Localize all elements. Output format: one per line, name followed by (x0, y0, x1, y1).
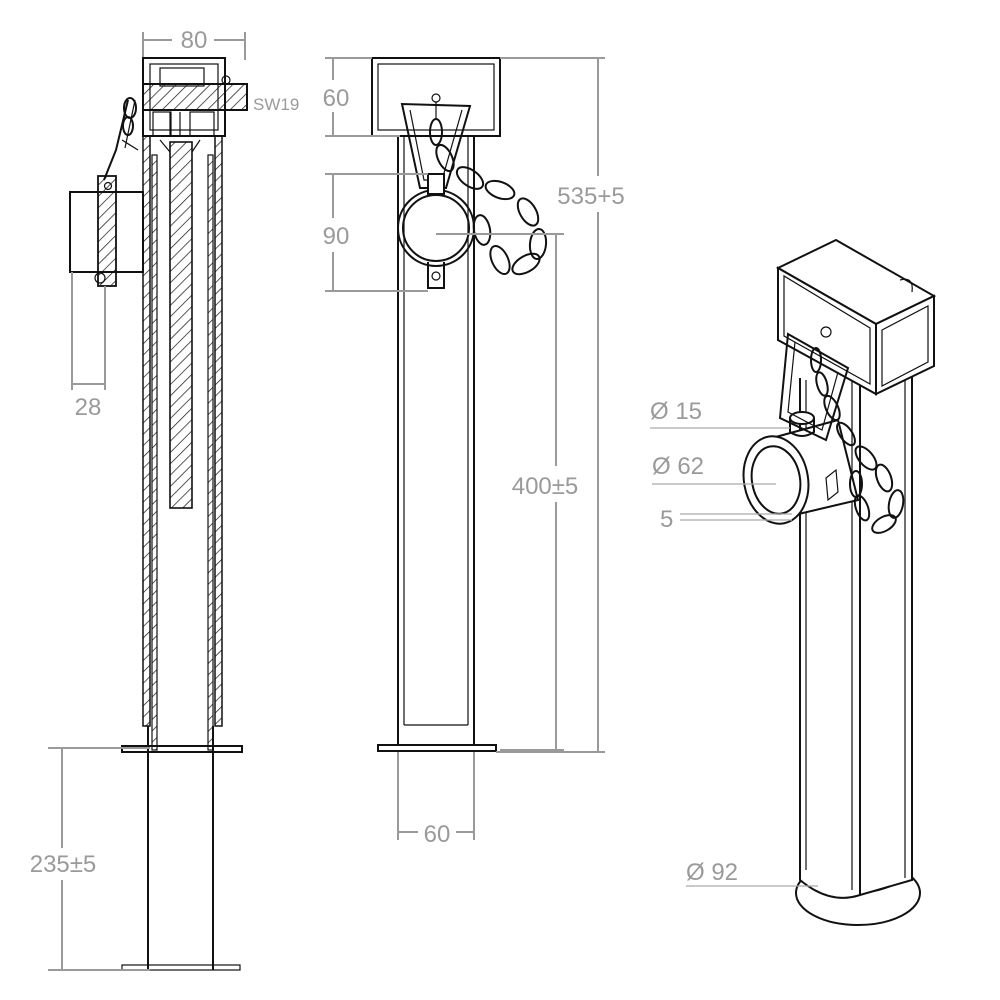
dim-d62-label: Ø 62 (652, 453, 704, 480)
dim-60-tube-label: 60 (424, 821, 451, 848)
nut-hatched (142, 83, 248, 111)
dim-60-head-label: 60 (323, 85, 350, 112)
dim-extension: 235±5 (30, 747, 150, 971)
dim-90-label: 90 (323, 223, 350, 250)
dim-235-label: 235±5 (30, 851, 97, 878)
dim-total-height: 535+5 (496, 57, 625, 753)
chain-iso (810, 347, 905, 534)
dim-clamp-width: 28 (71, 272, 106, 421)
chain (429, 118, 548, 276)
dim-pin-diameter: Ø 15 (650, 398, 790, 429)
dim-width-top: 80 (142, 27, 246, 60)
dim-tube-width: 60 (397, 752, 475, 848)
dim-tube-length: 400±5 (436, 233, 579, 751)
dim-80-label: 80 (181, 27, 208, 54)
front-view: 60 90 535+5 400±5 (323, 57, 625, 848)
dim-wall: 5 (660, 506, 792, 533)
dim-clamp-diameter: Ø 62 (652, 453, 776, 485)
isometric-view: Ø 15 Ø 62 5 Ø 92 (650, 238, 937, 926)
dim-5-label: 5 (660, 506, 673, 533)
dim-28-label: 28 (75, 394, 102, 421)
dim-535-label: 535+5 (557, 183, 624, 210)
dim-head-height: 60 (323, 57, 400, 137)
dim-d15-label: Ø 15 (650, 398, 702, 425)
threaded-spindle (169, 141, 193, 509)
sw19-label: SW19 (253, 95, 299, 114)
dim-400-label: 400±5 (512, 473, 579, 500)
dim-d92-label: Ø 92 (686, 859, 738, 886)
dim-clamp-height: 90 (323, 173, 428, 292)
section-view: 80 SW19 (30, 27, 299, 971)
dim-foot-diameter: Ø 92 (686, 859, 818, 887)
